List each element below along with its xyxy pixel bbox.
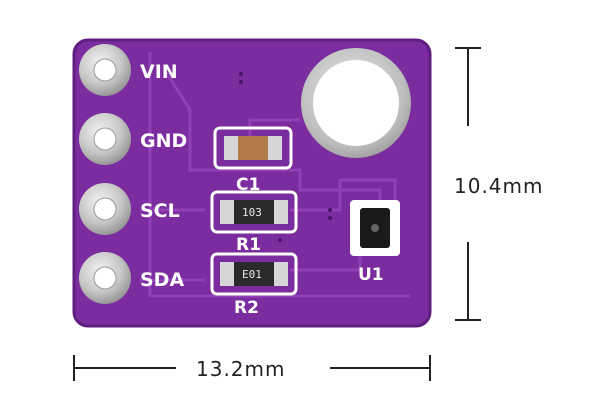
header-pad-gnd [79, 113, 131, 165]
pin-label-gnd: GND [140, 130, 187, 152]
pin-label-sda: SDA [140, 269, 184, 291]
ref-label-c1: C1 [236, 175, 260, 195]
via-dots [239, 72, 332, 242]
ref-label-u1: U1 [358, 265, 384, 285]
resistor-r2 [210, 252, 298, 296]
resistor-r1-marking: 103 [242, 206, 262, 219]
width-dimension [73, 355, 431, 381]
sensor-chip-u1 [350, 200, 400, 256]
height-dimension [455, 47, 481, 321]
resistor-r1 [210, 190, 298, 234]
ref-label-r1: R1 [236, 235, 261, 255]
header-pad-vin [79, 44, 131, 96]
header-pad-sda [79, 252, 131, 304]
resistor-r2-marking: E01 [242, 268, 262, 281]
pcb-traces [140, 52, 410, 298]
pin-label-vin: VIN [140, 61, 178, 83]
pin-label-scl: SCL [140, 200, 180, 222]
header-pad-scl [79, 183, 131, 235]
ref-label-r2: R2 [234, 298, 259, 318]
height-dimension-label: 10.4mm [454, 174, 544, 198]
mounting-hole [301, 48, 411, 158]
width-dimension-label: 13.2mm [196, 357, 286, 381]
capacitor-c1 [213, 126, 293, 170]
